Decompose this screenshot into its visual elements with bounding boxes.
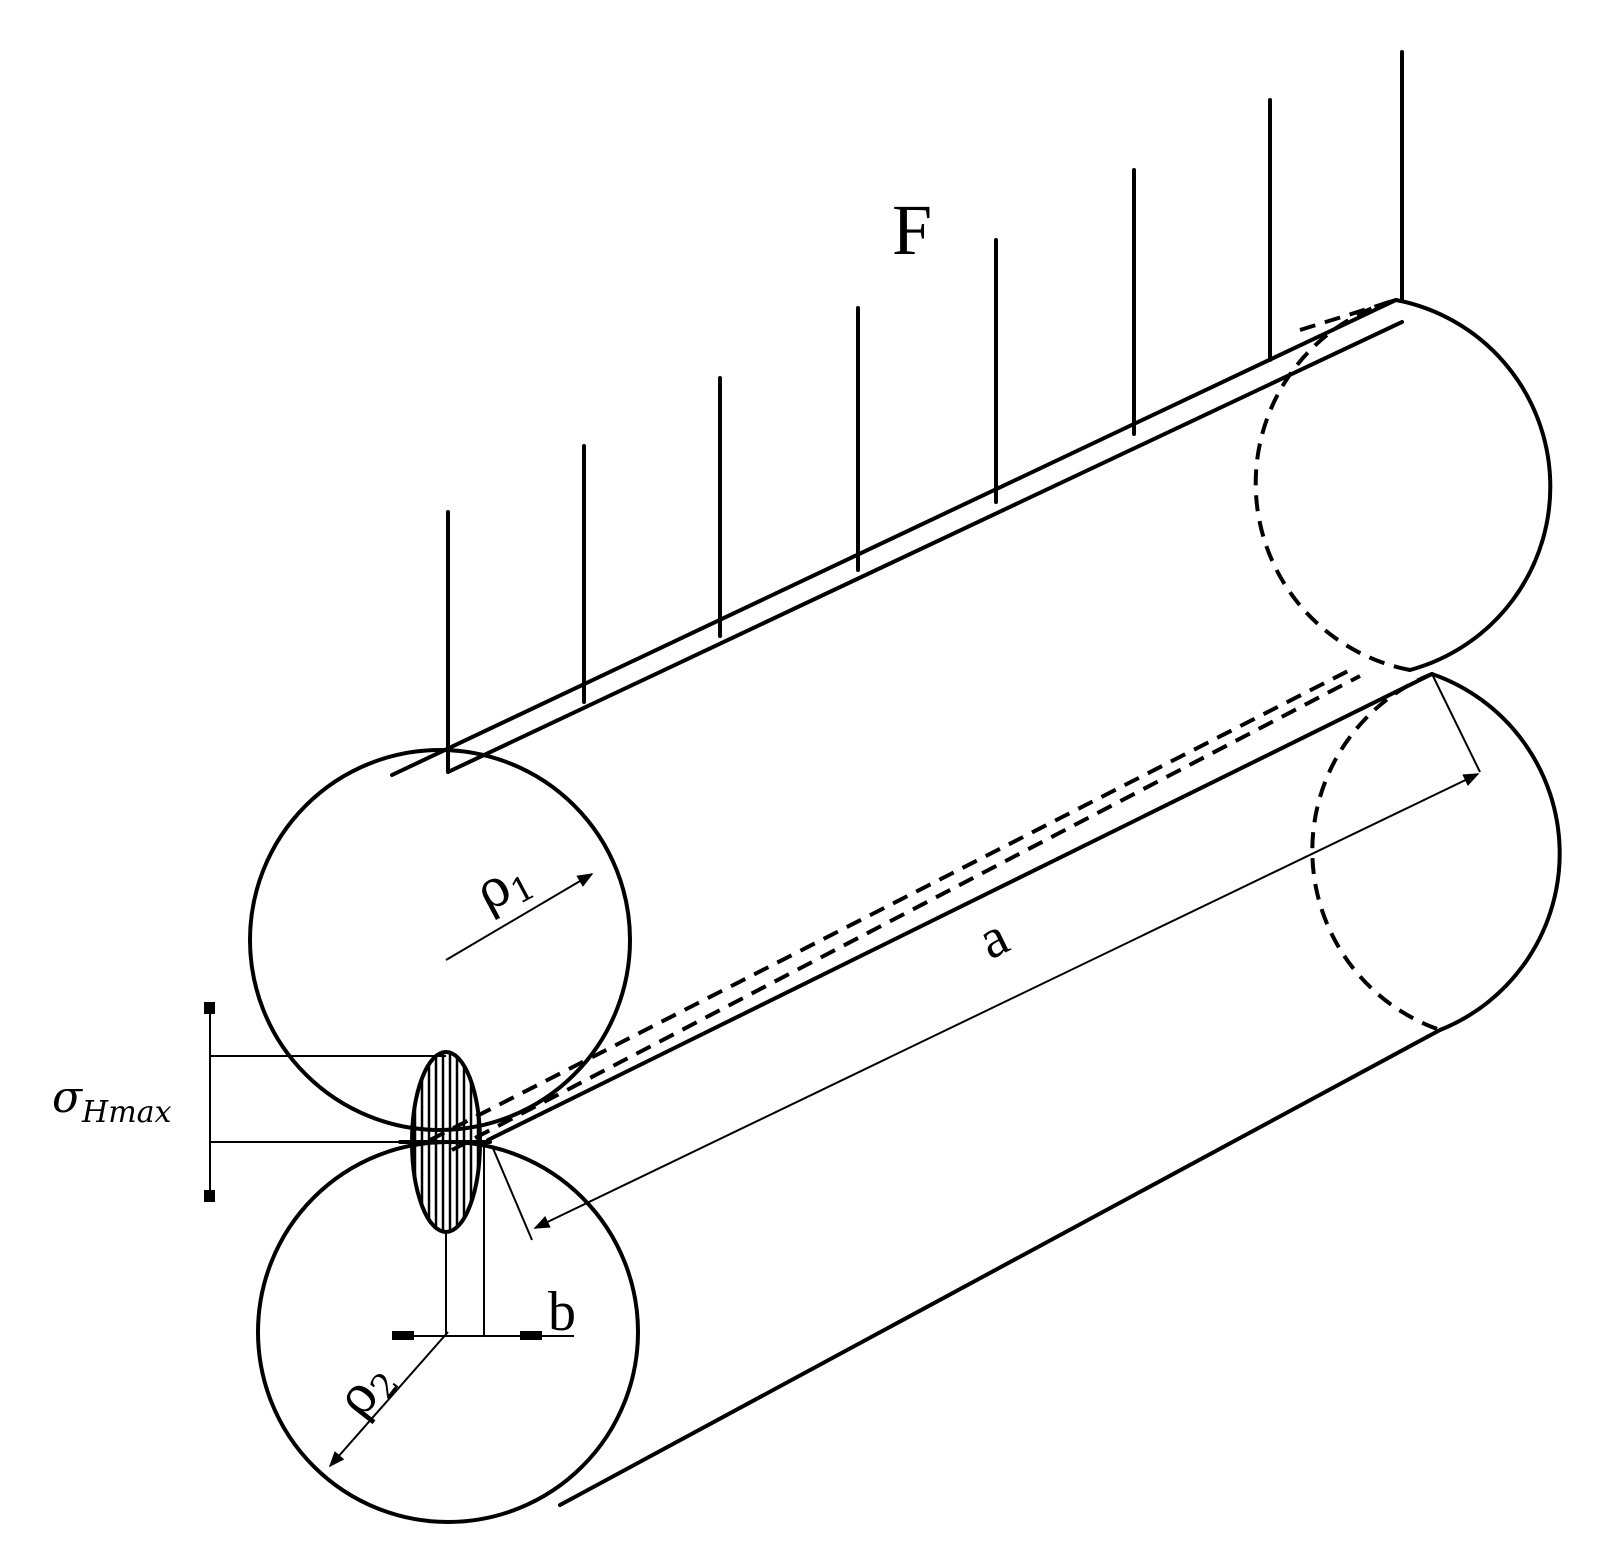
upper-cylinder-back-face-visible [1394,298,1553,672]
stress-label: σHmax [52,1072,172,1130]
lower-cylinder-top-edge [486,672,1434,1142]
length-extension-near [491,1145,533,1241]
lower-cylinder-back-face-hidden [1310,672,1441,1032]
stress-dimension [204,1002,446,1202]
radius-lower-label: ρ2 [325,1350,408,1431]
stress-tick-bottom [204,1190,215,1202]
length-extension-far [1431,673,1481,773]
upper-cylinder-top-edge-inner [446,320,1404,774]
upper-cylinder-top-edge [390,298,1398,777]
upper-cylinder-bottom-dashed [429,668,1351,1142]
length-dimension [491,673,1481,1241]
radius-upper-label: ρ1 [466,846,542,927]
length-label: a [969,905,1019,972]
stress-subscript: Hmax [81,1095,171,1130]
width-tick-left [392,1331,414,1340]
lower-cylinder-bottom-edge [558,1028,1442,1507]
lower-cylinder-mid-dashed [451,674,1361,1152]
stress-tick-top [204,1002,215,1014]
load-lines [446,50,1404,774]
force-label: F [892,190,932,270]
lower-cylinder-back-face-visible [1430,672,1562,1032]
radius-lower-line [328,1331,449,1468]
width-label: b [548,1281,576,1343]
stress-symbol: σ [52,1072,84,1123]
width-dimension [392,1142,574,1340]
length-dimension-line [533,773,1480,1229]
upper-cylinder [248,298,1553,1142]
upper-cylinder-top-dashed [1299,298,1397,332]
width-tick-right [520,1331,542,1340]
